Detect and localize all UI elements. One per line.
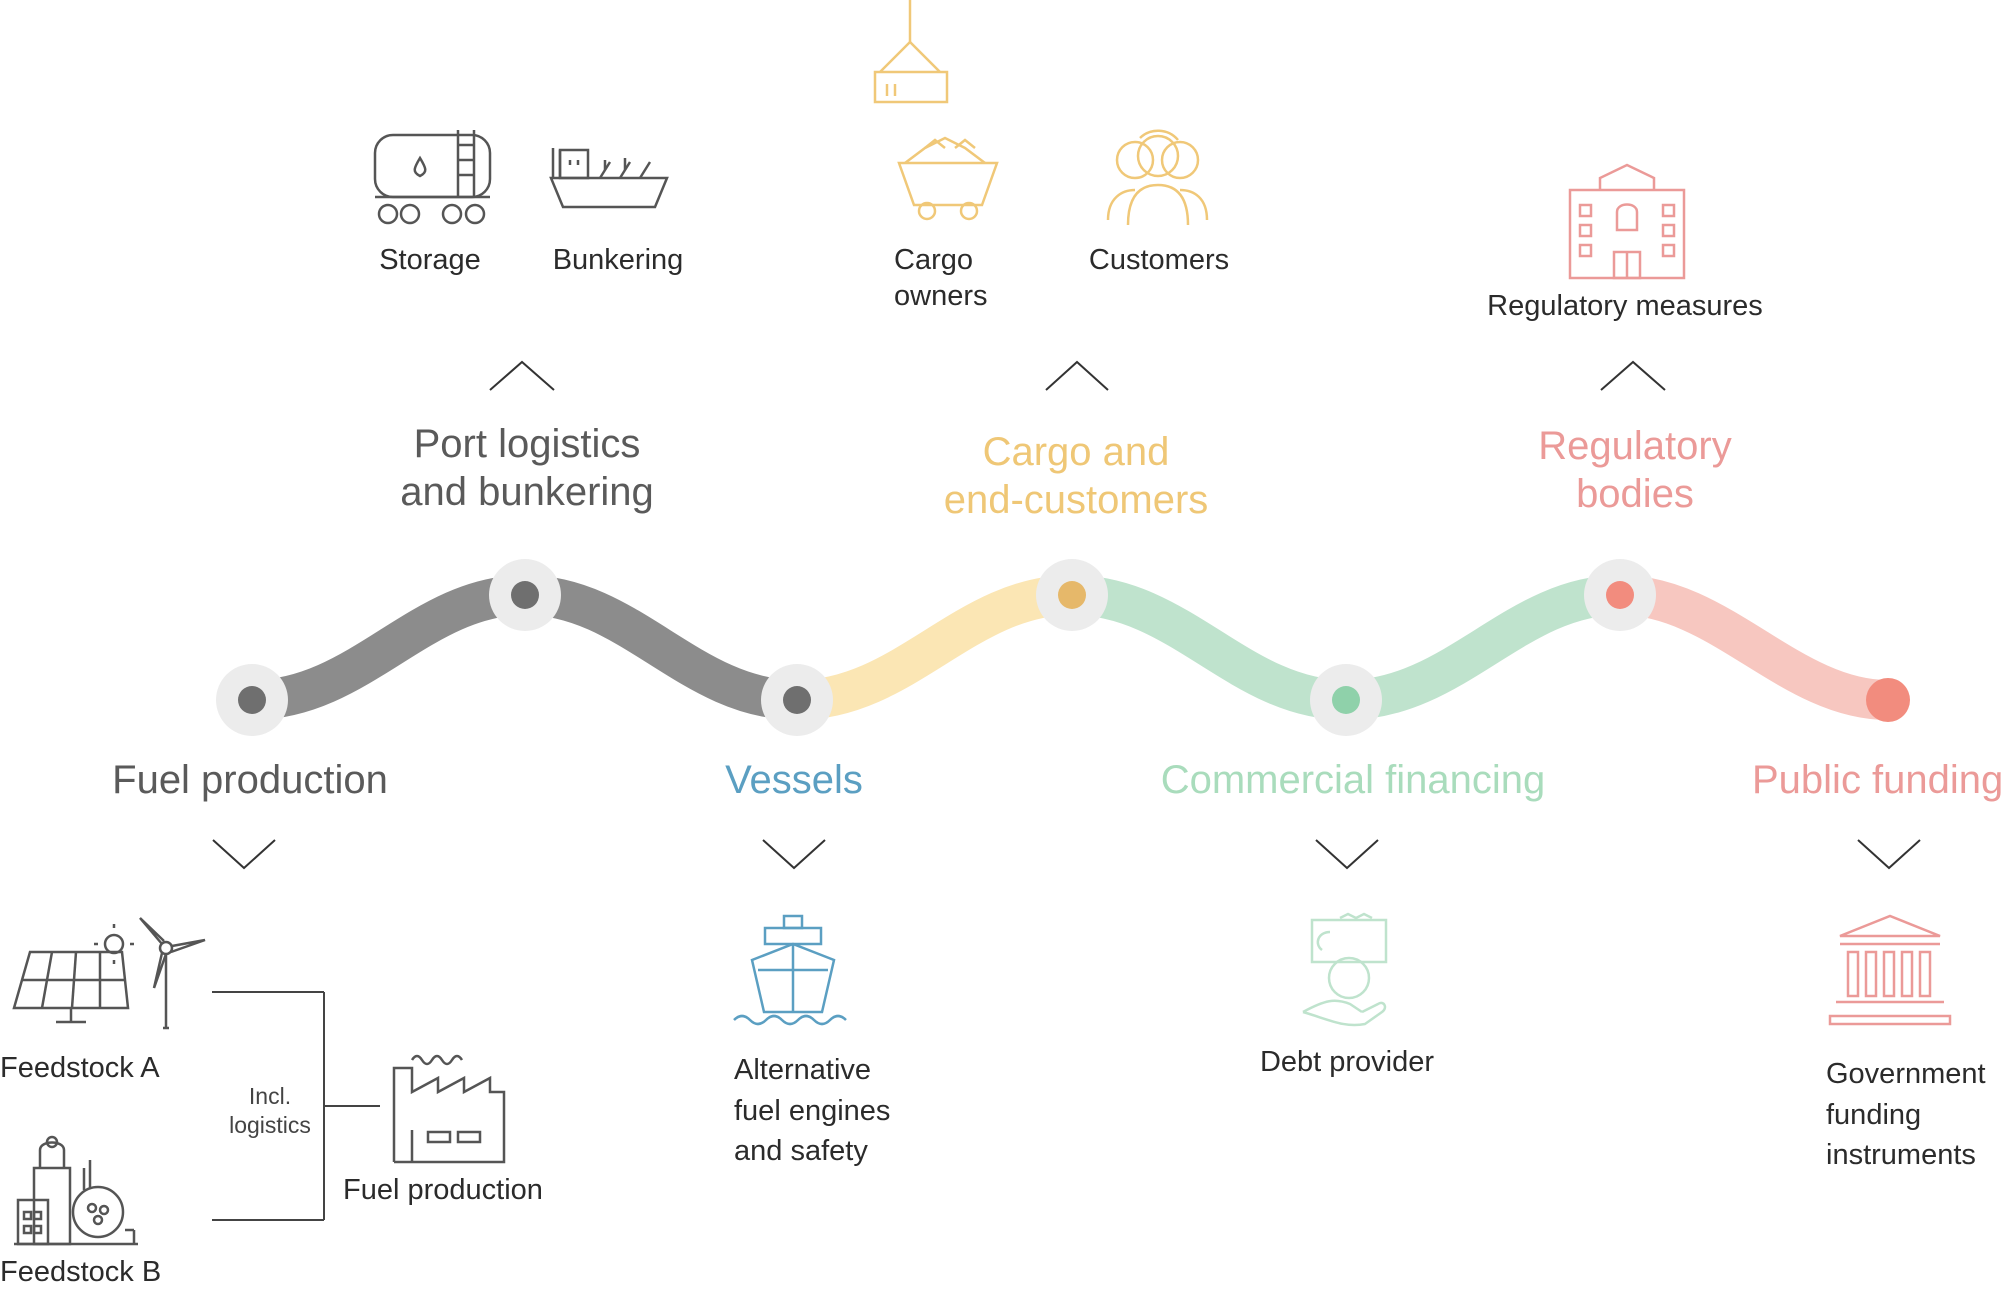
wave-segment-fuel-to-port: [251, 575, 526, 720]
debt-provider-label: Debt provider: [1259, 1046, 1435, 1078]
node-port-logistics: [489, 559, 561, 631]
regulatory-measures-label: Regulatory measures: [1487, 290, 1763, 322]
bunkering-label: Bunkering: [552, 244, 684, 276]
cargo-owners-label: Cargo owners: [894, 244, 988, 313]
node-vessels: [761, 664, 833, 736]
node-commercial-financing: [1310, 664, 1382, 736]
chevron-down-icon: [1857, 839, 1921, 870]
bank-icon: [1828, 914, 1952, 1026]
stage-title-vessels: Vessels: [725, 758, 863, 802]
wave-segment-cargo-to-financing: [1071, 575, 1347, 720]
wave-segment-regulatory-to-public: [1619, 575, 1889, 720]
feedstock-b-label: Feedstock B: [0, 1256, 162, 1288]
alt-fuel-label: Alternative fuel engines and safety: [734, 1054, 891, 1168]
node-fuel-production: [216, 664, 288, 736]
money-hand-icon: [1302, 912, 1388, 1027]
wave-path: [251, 575, 1889, 720]
incl-logistics-label: Incl. logistics: [229, 1083, 311, 1138]
gov-funding-label: Government funding instruments: [1826, 1058, 1986, 1172]
stage-title-port-logistics: Port logistics and bunkering: [400, 422, 654, 514]
chevron-down-icon: [1315, 839, 1379, 870]
node-cargo: [1036, 559, 1108, 631]
wave-segment-port-to-vessels: [524, 575, 798, 720]
bracket-lines: [212, 991, 380, 1221]
customers-icon: [1106, 129, 1209, 226]
building-icon: [1568, 163, 1686, 280]
stage-title-commercial-financing: Commercial financing: [1160, 758, 1546, 802]
storage-icon: [373, 130, 492, 225]
feedstock-a-label: Feedstock A: [0, 1052, 160, 1084]
solar-panel-icon: [12, 924, 134, 1024]
stage-title-regulatory: Regulatory bodies: [1538, 424, 1732, 516]
chevron-up-icon: [489, 360, 555, 391]
mine-cart-icon: [897, 136, 999, 221]
chevron-up-icon: [1600, 360, 1666, 391]
chevron-down-icon: [762, 839, 826, 870]
factory-icon: [392, 1054, 506, 1164]
storage-label: Storage: [379, 244, 481, 276]
chevron-down-icon: [212, 839, 276, 870]
chevron-up-icon: [1045, 360, 1109, 391]
node-regulatory: [1584, 559, 1656, 631]
stage-title-fuel-production: Fuel production: [112, 758, 388, 802]
customers-label: Customers: [1088, 244, 1230, 276]
stage-title-public-funding: Public funding: [1752, 758, 2004, 802]
ship-icon: [549, 148, 669, 209]
wave-segment-vessels-to-cargo: [796, 575, 1073, 720]
wave-segment-financing-to-regulatory: [1345, 575, 1621, 720]
refinery-icon: [14, 1135, 138, 1246]
node-public-funding: [1866, 678, 1910, 722]
fuel-production-item-label: Fuel production: [343, 1174, 543, 1206]
stage-title-cargo: Cargo and end-customers: [943, 430, 1209, 522]
wind-turbine-icon: [139, 917, 206, 1030]
container-crane-icon: [873, 0, 949, 104]
vessel-icon: [733, 914, 847, 1026]
